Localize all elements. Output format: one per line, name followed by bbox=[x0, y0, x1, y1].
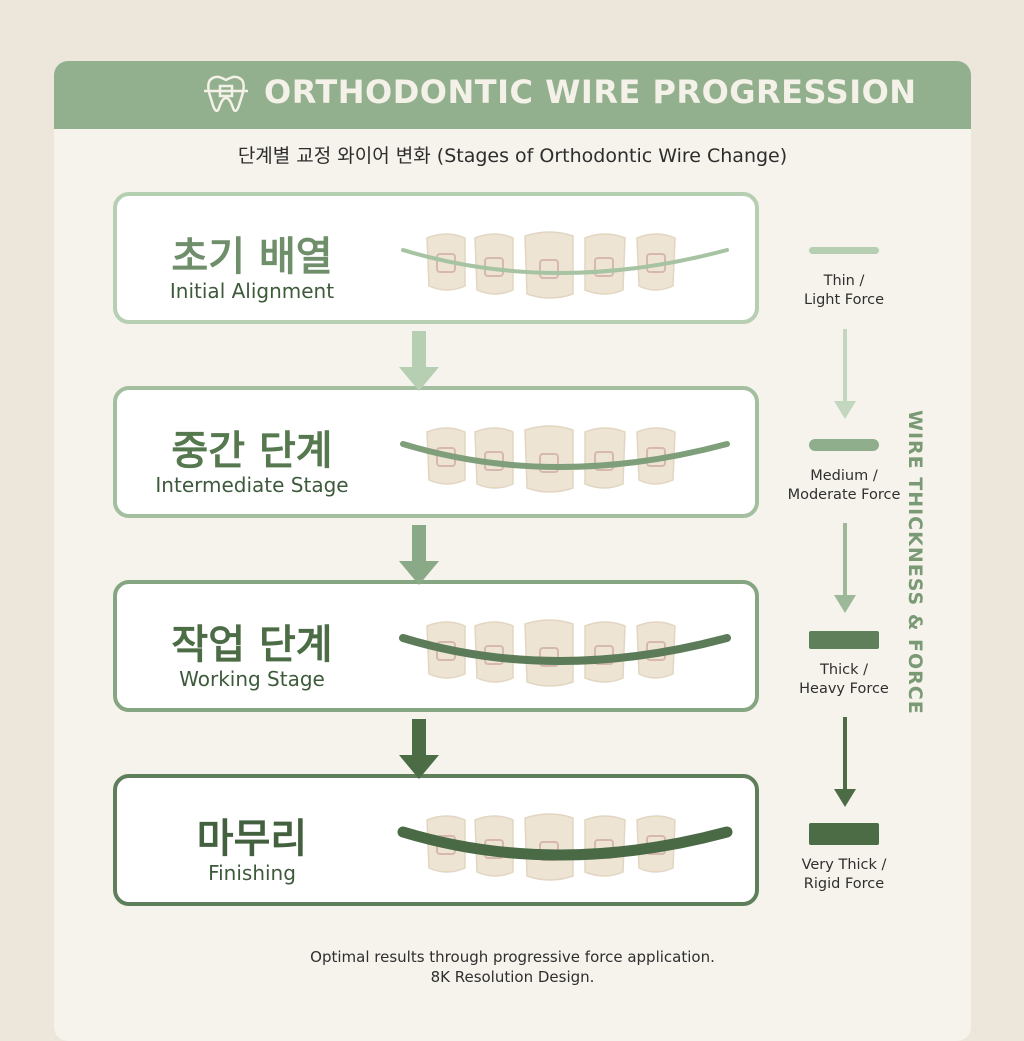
stage-title-ko: 중간 단계 bbox=[171, 428, 333, 474]
title-banner: ORTHODONTIC WIRE PROGRESSION bbox=[54, 61, 971, 129]
subtitle: 단계별 교정 와이어 변화 (Stages of Orthodontic Wir… bbox=[237, 145, 788, 167]
thickness-bar-thin bbox=[809, 247, 879, 254]
thickness-line2: Moderate Force bbox=[787, 487, 901, 503]
thickness-bar-medium bbox=[809, 439, 879, 451]
footer-line2: 8K Resolution Design. bbox=[430, 968, 595, 986]
stage-title-en: Initial Alignment bbox=[169, 279, 335, 303]
teeth-with-very-thick-wire-illustration bbox=[397, 813, 733, 881]
thickness-line2: Light Force bbox=[803, 292, 885, 308]
thickness-label-thin: Thin / Light Force bbox=[774, 272, 914, 310]
tooth-with-brace-icon bbox=[204, 75, 248, 113]
stage-card-finishing: 마무리 Finishing bbox=[113, 774, 759, 906]
stage-arrow-3 bbox=[399, 719, 439, 779]
stage-title-en: Intermediate Stage bbox=[155, 473, 349, 497]
teeth-row bbox=[426, 231, 676, 299]
wire bbox=[401, 248, 729, 275]
infographic-panel: ORTHODONTIC WIRE PROGRESSION 단계별 교정 와이어 … bbox=[54, 61, 971, 1041]
stage-arrow-1 bbox=[399, 331, 439, 391]
stage-title-ko: 초기 배열 bbox=[171, 234, 333, 280]
stage-title-en: Working Stage bbox=[179, 667, 325, 691]
stage-card-intermediate: 중간 단계 Intermediate Stage bbox=[113, 386, 759, 518]
thickness-arrow-2 bbox=[834, 523, 856, 613]
stage-card-working: 작업 단계 Working Stage bbox=[113, 580, 759, 712]
page-title: ORTHODONTIC WIRE PROGRESSION bbox=[264, 73, 917, 111]
thickness-bar-very-thick bbox=[809, 823, 879, 845]
thickness-arrow-1 bbox=[834, 329, 856, 419]
thickness-line1: Thin / bbox=[823, 273, 865, 289]
thickness-label-medium: Medium / Moderate Force bbox=[774, 467, 914, 505]
thickness-bar-thick bbox=[809, 631, 879, 649]
thickness-label-very-thick: Very Thick / Rigid Force bbox=[774, 856, 914, 894]
teeth-with-medium-wire-illustration bbox=[400, 425, 730, 493]
stage-title-en: Finishing bbox=[208, 861, 296, 885]
stage-arrow-2 bbox=[399, 525, 439, 585]
teeth-with-thin-wire-illustration bbox=[401, 231, 729, 299]
thickness-line2: Rigid Force bbox=[803, 876, 885, 892]
thickness-line2: Heavy Force bbox=[799, 681, 889, 697]
footer-line1: Optimal results through progressive forc… bbox=[310, 948, 715, 966]
wire-thickness-force-label: WIRE THICKNESS & FORCE bbox=[904, 410, 926, 715]
stage-title-ko: 마무리 bbox=[196, 816, 308, 862]
thickness-label-thick: Thick / Heavy Force bbox=[774, 661, 914, 699]
stage-title-ko: 작업 단계 bbox=[171, 622, 333, 668]
thickness-arrow-3 bbox=[834, 717, 856, 807]
thickness-line1: Very Thick / bbox=[801, 857, 887, 873]
teeth-with-thick-wire-illustration bbox=[399, 619, 731, 687]
thickness-line1: Medium / bbox=[810, 468, 878, 484]
stage-card-initial: 초기 배열 Initial Alignment bbox=[113, 192, 759, 324]
thickness-line1: Thick / bbox=[820, 662, 868, 678]
footer-note: Optimal results through progressive forc… bbox=[54, 947, 971, 987]
